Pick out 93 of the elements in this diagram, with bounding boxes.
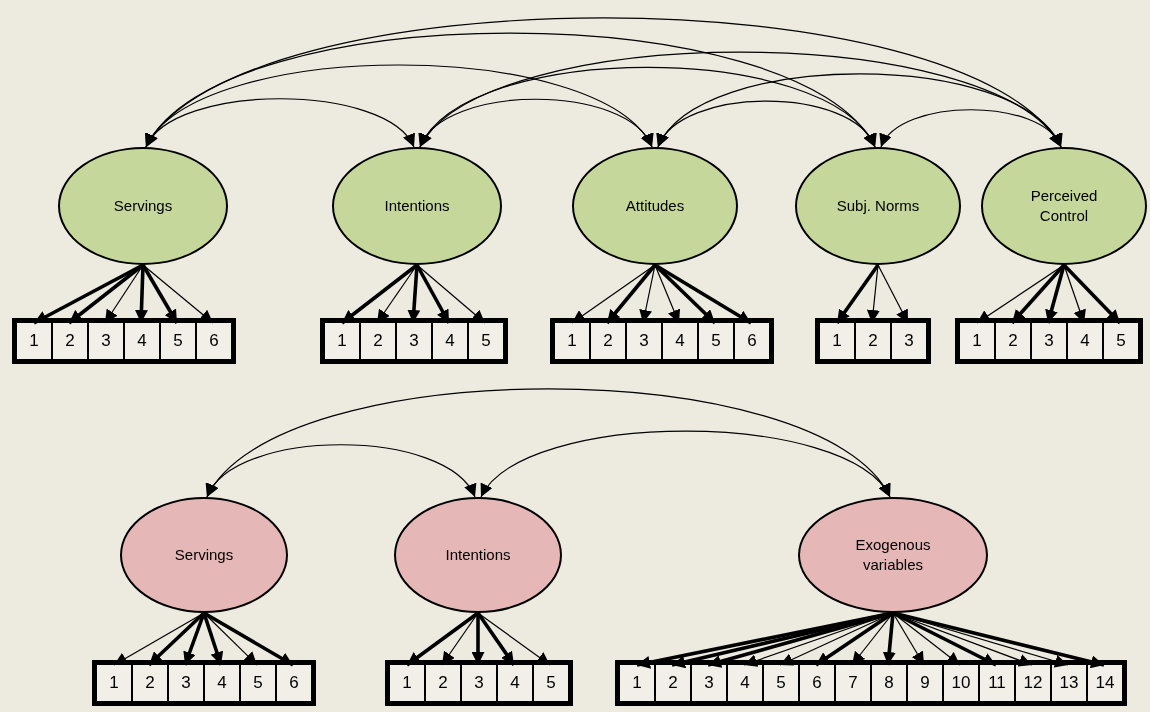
indicator-number: 6 <box>798 665 834 701</box>
indicator-number: 1 <box>17 323 51 359</box>
indicator-number: 13 <box>1050 665 1086 701</box>
arrow <box>142 264 214 324</box>
arrow <box>33 263 144 325</box>
indicator-number: 10 <box>942 665 978 701</box>
indicator-row <box>92 660 316 706</box>
arrow <box>415 264 451 324</box>
indicator-number: 3 <box>1030 323 1066 359</box>
arrow <box>1045 264 1066 324</box>
double-headed-arrow <box>657 100 876 148</box>
double-headed-arrow <box>206 444 476 498</box>
indicator-row <box>615 660 1127 706</box>
indicator-number: 4 <box>1066 323 1102 359</box>
indicator-number: 6 <box>275 665 311 701</box>
indicator-number: 1 <box>325 323 359 359</box>
arrow <box>882 612 896 666</box>
arrow <box>202 612 224 666</box>
indicator-number: 1 <box>555 323 589 359</box>
indicator-number: 3 <box>690 665 726 701</box>
indicator-number: 9 <box>906 665 942 701</box>
indicator-number: 5 <box>532 665 568 701</box>
double-headed-arrow <box>419 98 653 148</box>
indicator-number: 11 <box>978 665 1014 701</box>
arrow <box>340 263 419 325</box>
indicator-number: 1 <box>820 323 854 359</box>
variable-label: Intentions <box>384 195 450 216</box>
indicator-number: 7 <box>834 665 870 701</box>
indicator-number: 2 <box>359 323 395 359</box>
arrow <box>147 611 206 667</box>
arrow <box>141 264 179 324</box>
indicator-number: 4 <box>496 665 532 701</box>
indicator-number: 5 <box>159 323 195 359</box>
indicator-number: 5 <box>239 665 275 701</box>
arrow <box>1062 263 1122 325</box>
indicator-number: 1 <box>390 665 424 701</box>
indicator-number: 4 <box>203 665 239 701</box>
variable-label: Exogenous variables <box>854 534 932 575</box>
arrow <box>877 264 909 324</box>
indicator-number: 5 <box>762 665 798 701</box>
arrow <box>477 612 551 666</box>
indicator-number: 2 <box>994 323 1030 359</box>
arrow <box>416 264 486 324</box>
indicator-number: 14 <box>1086 665 1122 701</box>
indicator-number: 5 <box>1102 323 1138 359</box>
arrow <box>405 611 480 667</box>
variable-label: Servings <box>113 195 173 216</box>
indicator-number: 1 <box>620 665 654 701</box>
indicator-number: 4 <box>661 323 697 359</box>
indicator-number: 4 <box>726 665 762 701</box>
indicator-number: 12 <box>1014 665 1050 701</box>
indicator-number: 6 <box>733 323 769 359</box>
indicator-number: 6 <box>195 323 231 359</box>
arrow <box>1010 263 1066 325</box>
variable-label: Attitudes <box>625 195 685 216</box>
indicator-number: 3 <box>625 323 661 359</box>
indicator-number: 2 <box>424 665 460 701</box>
indicator-row <box>550 318 774 364</box>
arrow <box>203 611 294 667</box>
double-headed-arrow <box>419 51 1062 148</box>
indicator-number: 4 <box>123 323 159 359</box>
variable-label: Perceived Control <box>1029 185 1099 226</box>
double-headed-arrow <box>880 109 1062 148</box>
double-headed-arrow <box>145 98 415 148</box>
indicator-number: 5 <box>467 323 503 359</box>
indicator-number: 1 <box>97 665 131 701</box>
variable-label: Subj. Norms <box>836 195 920 216</box>
indicator-number: 2 <box>589 323 625 359</box>
arrow <box>605 263 657 325</box>
indicator-number: 8 <box>870 665 906 701</box>
indicator-row <box>815 318 931 364</box>
indicator-number: 3 <box>87 323 123 359</box>
indicator-number: 3 <box>460 665 496 701</box>
indicator-number: 4 <box>431 323 467 359</box>
indicator-number: 3 <box>890 323 926 359</box>
double-headed-arrow <box>480 430 891 498</box>
indicator-row <box>385 660 573 706</box>
indicator-number: 3 <box>395 323 431 359</box>
indicator-row <box>12 318 236 364</box>
indicator-row <box>955 318 1143 364</box>
indicator-number: 2 <box>654 665 690 701</box>
indicator-number: 1 <box>960 323 994 359</box>
indicator-row <box>320 318 508 364</box>
indicator-number: 2 <box>51 323 87 359</box>
variable-label: Intentions <box>445 544 511 565</box>
variable-label: Servings <box>174 544 234 565</box>
indicator-number: 2 <box>854 323 890 359</box>
arrow <box>476 611 516 667</box>
indicator-number: 2 <box>131 665 167 701</box>
arrow <box>654 263 752 325</box>
arrow <box>835 263 880 325</box>
indicator-number: 5 <box>697 323 733 359</box>
indicator-number: 3 <box>167 665 203 701</box>
